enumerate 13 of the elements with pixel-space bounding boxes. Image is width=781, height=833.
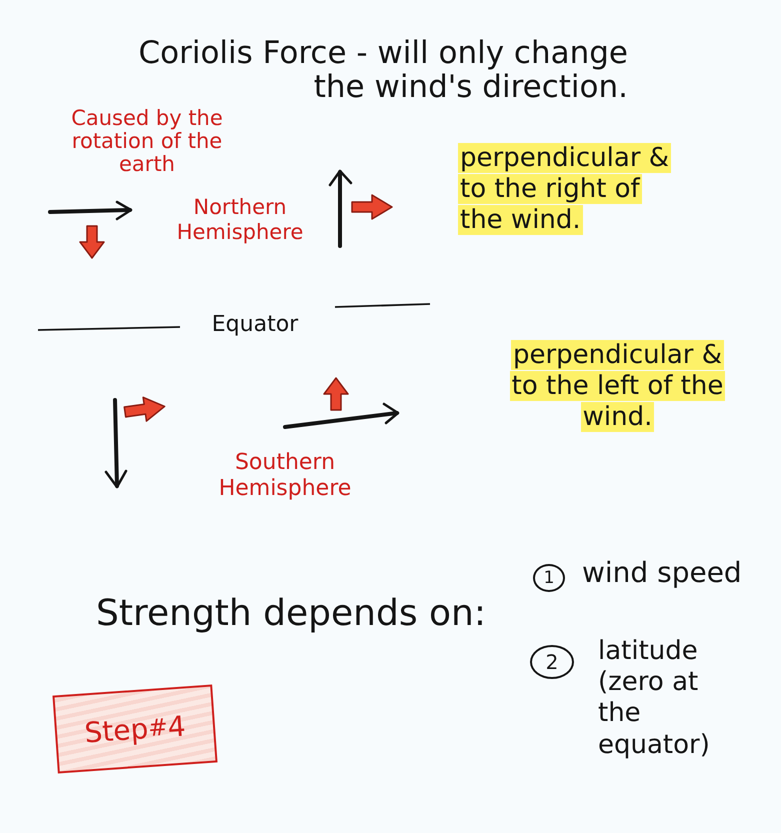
title: Coriolis Force - will only change the wind's direction. [138, 36, 628, 104]
step-tag: Step$^{#}$4 [52, 684, 218, 774]
factor-text: wind speed [582, 556, 743, 590]
hemisphere-label: Northern Hemisphere [176, 195, 304, 246]
numbered-circle: 2 [530, 645, 574, 679]
equator-label: Equator [210, 312, 300, 338]
factor-text: latitude (zero at the equator) [598, 636, 711, 761]
strength-heading: Strength depends on: [96, 592, 488, 636]
numbered-circle: 1 [533, 564, 565, 592]
hemisphere-label: Southern Hemisphere [218, 450, 352, 503]
cause-note: Caused by the rotation of the earth [70, 107, 224, 176]
rule-note: perpendicular & to the left of the wind. [508, 340, 726, 434]
rule-note: perpendicular & to the right of the wind. [458, 143, 672, 237]
